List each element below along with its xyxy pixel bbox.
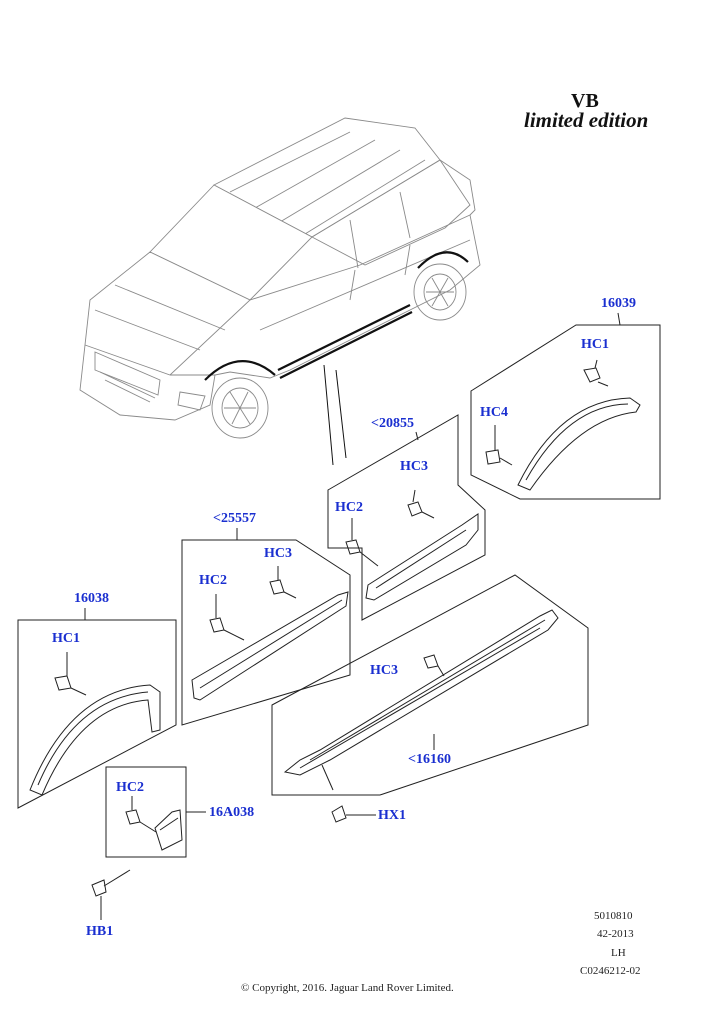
part-label-25557[interactable]: <25557 <box>213 511 256 526</box>
part-label-16039[interactable]: 16039 <box>601 296 636 311</box>
date-code: 42-2013 <box>597 928 634 940</box>
clip-hc3-mid <box>407 501 423 517</box>
fastener-label-hc2-mid[interactable]: HC2 <box>335 500 363 515</box>
fastener-label-hx1[interactable]: HX1 <box>378 808 406 823</box>
clip-hc1-right <box>583 367 601 383</box>
bolt-hb1 <box>91 879 107 897</box>
vehicle-highlight-parts <box>204 251 469 381</box>
clip-hx1 <box>331 805 347 823</box>
edition-title: limited edition <box>524 108 649 132</box>
clip-hc2-flap <box>125 809 141 825</box>
part-front-door-moulding <box>191 591 349 701</box>
copyright-notice: © Copyright, 2016. Jaguar Land Rover Lim… <box>241 982 454 994</box>
group-box-16A038 <box>105 766 187 858</box>
part-rear-door-moulding <box>365 513 479 601</box>
part-mud-flap <box>154 809 183 851</box>
fastener-label-hc2-flap[interactable]: HC2 <box>116 780 144 795</box>
fastener-label-hc3-mid[interactable]: HC3 <box>400 459 428 474</box>
fastener-label-hc1-left[interactable]: HC1 <box>52 631 80 646</box>
group-box-20855 <box>327 414 486 621</box>
part-label-20855[interactable]: <20855 <box>371 416 414 431</box>
leader-line <box>335 369 347 459</box>
fastener-label-hc2-left[interactable]: HC2 <box>199 573 227 588</box>
vehicle-illustration <box>79 117 481 439</box>
group-box-16038 <box>17 619 177 809</box>
clip-hc2-mid <box>345 539 361 555</box>
fastener-label-hc3-sill[interactable]: HC3 <box>370 663 398 678</box>
fastener-label-hc4[interactable]: HC4 <box>480 405 508 420</box>
leader-line <box>323 364 334 466</box>
group-box-16039 <box>470 324 661 500</box>
part-label-16A038[interactable]: 16A038 <box>209 805 255 820</box>
side-indicator: LH <box>611 947 626 959</box>
group-box-25557 <box>181 539 351 726</box>
fastener-label-hc1-right[interactable]: HC1 <box>581 337 609 352</box>
clip-hc3-left <box>269 579 285 595</box>
part-rear-arch <box>517 397 641 491</box>
part-label-16160[interactable]: <16160 <box>408 752 451 767</box>
model-code: VB <box>571 90 599 112</box>
clip-hc3-sill <box>423 654 439 669</box>
part-label-16038[interactable]: 16038 <box>74 591 109 606</box>
fastener-label-hc3-left[interactable]: HC3 <box>264 546 292 561</box>
clip-hc4 <box>485 449 501 465</box>
group-box-16160 <box>271 574 589 796</box>
illustration-id: C0246212-02 <box>580 965 641 977</box>
part-front-arch <box>29 684 161 796</box>
reference-number: 5010810 <box>594 910 633 922</box>
clip-hc1-left <box>54 675 72 691</box>
clip-hc2-left <box>209 617 225 633</box>
fastener-label-hb1[interactable]: HB1 <box>86 924 114 939</box>
